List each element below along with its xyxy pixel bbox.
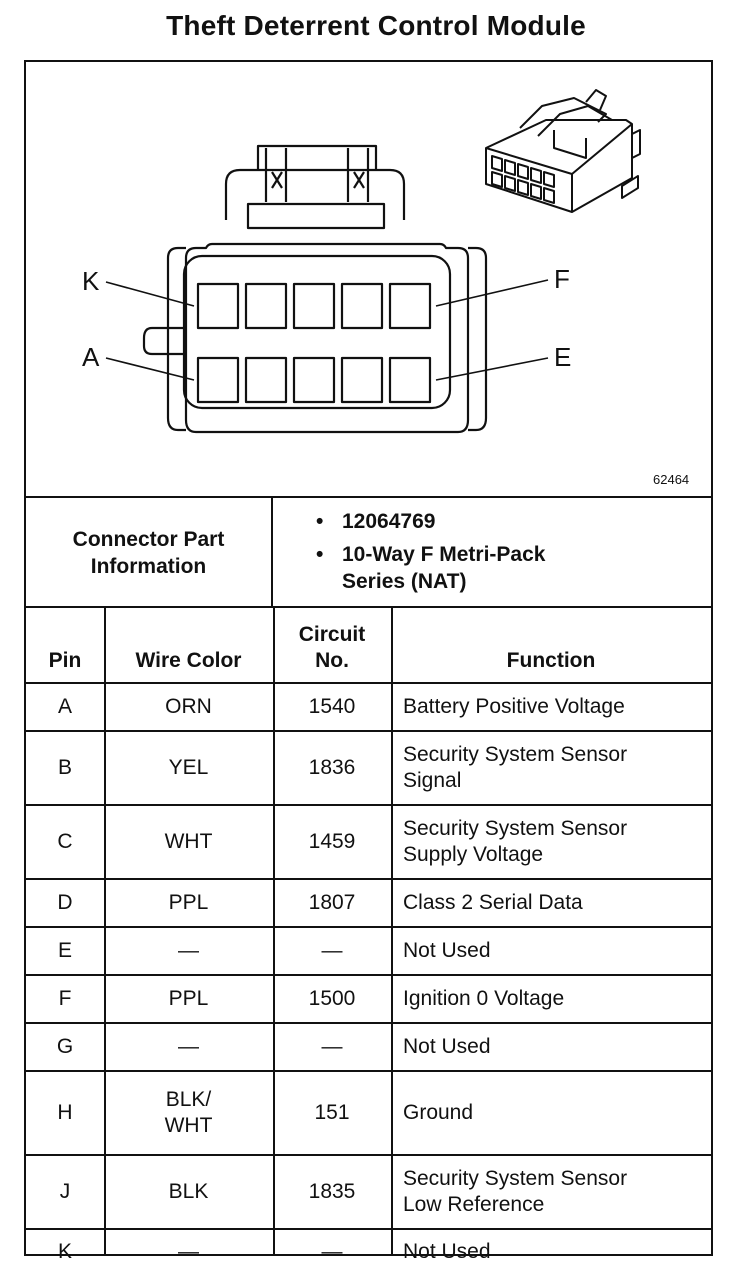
table-gridline [273,608,275,1254]
header-pin: Pin [48,649,82,672]
leader-e [435,357,549,381]
pin-cell: H [57,1101,73,1124]
pin-cell: K [57,1240,72,1263]
wire-color-cell: ORN [165,695,212,718]
table-gridline [26,878,711,880]
cavity-a [196,356,240,404]
circuit-cell: 1540 [308,695,356,718]
connector-info-label: Connector Part Information [72,528,225,578]
pin-label-k: K [82,266,100,296]
function-cell: Ground [403,1101,474,1124]
pin-label-f: F [554,264,570,294]
page-title: Theft Deterrent Control Module [166,10,586,41]
cavity-b [244,356,288,404]
cavity-f [388,282,432,330]
wire-color-cell: WHT [164,830,213,853]
wire-color-cell: — [178,939,199,962]
table-gridline [104,608,106,1254]
wire-color-cell: — [178,1240,199,1263]
function-cell: Not Used [403,1240,491,1263]
pin-cell: A [57,695,72,718]
circuit-cell: — [321,939,343,962]
wire-color-cell: BLK [168,1180,209,1203]
circuit-cell: 1500 [308,987,356,1010]
pin-label-a: A [82,342,100,372]
figure-id: 62464 [653,472,690,487]
function-cell: Ignition 0 Voltage [403,987,565,1010]
function-cell: Battery Positive Voltage [403,695,625,718]
table-gridline [26,1154,711,1156]
circuit-cell: 1836 [308,756,356,779]
pin-cell: F [58,987,72,1010]
divider [26,606,711,608]
leader-f [435,279,549,307]
pin-cell: E [57,939,72,962]
wire-color-cell: YEL [168,756,209,779]
cavity-j [244,282,288,330]
connector-3d-view [485,89,641,213]
header-wire-color: Wire Color [135,649,242,672]
table-gridline [26,974,711,976]
cavity-h [292,282,336,330]
wire-color-cell: — [178,1035,199,1058]
connector-diagram: K A F E [82,89,641,434]
pin-cell: D [57,891,73,914]
wire-color-cell: BLK/WHT [164,1088,213,1137]
pin-cell: J [59,1180,71,1203]
cavity-k [196,282,240,330]
latch-top [256,144,378,170]
circuit-cell: 151 [314,1101,350,1124]
header-function: Function [506,649,596,672]
cavity-g [340,282,384,330]
pin-cell: G [56,1035,74,1058]
connector-housing [184,242,470,434]
cavity-e [388,356,432,404]
connector-face [182,254,452,410]
table-gridline [26,926,711,928]
leader-k [105,281,195,307]
circuit-cell: 1459 [308,830,356,853]
pin-cell: B [57,756,72,779]
function-cell: Not Used [403,1035,491,1058]
polarizing-key [142,326,184,356]
table-gridline [26,1228,711,1230]
function-cell: Not Used [403,939,491,962]
connector-info-list: • 12064769 • 10-Way F Metri-Pack Series … [316,508,545,601]
circuit-cell: — [321,1240,343,1263]
table-gridline [26,1070,711,1072]
table-gridline [26,682,711,684]
cavity-d [340,356,384,404]
table-gridline [26,804,711,806]
function-cell: Class 2 Serial Data [403,891,583,914]
cavity-c [292,356,336,404]
wire-color-cell: PPL [168,891,209,914]
divider [26,496,711,498]
connector-part-number: • 12064769 [316,510,436,533]
connector-series: • 10-Way F Metri-Pack Series (NAT) [316,543,546,593]
pin-cell: C [57,830,73,853]
circuit-cell: 1835 [308,1180,356,1203]
latch-bar [246,202,386,230]
divider [271,498,273,608]
leader-a [105,357,195,381]
circuit-cell: — [321,1035,343,1058]
table-gridline [26,1022,711,1024]
latch-housing [224,168,406,220]
wire-color-cell: PPL [168,987,209,1010]
circuit-cell: 1807 [308,891,356,914]
table-gridline [26,730,711,732]
table-gridline [391,608,393,1254]
pinout-frame: K A F E 62464 Connector Part Information… [24,60,713,1263]
pin-label-e: E [554,342,571,372]
